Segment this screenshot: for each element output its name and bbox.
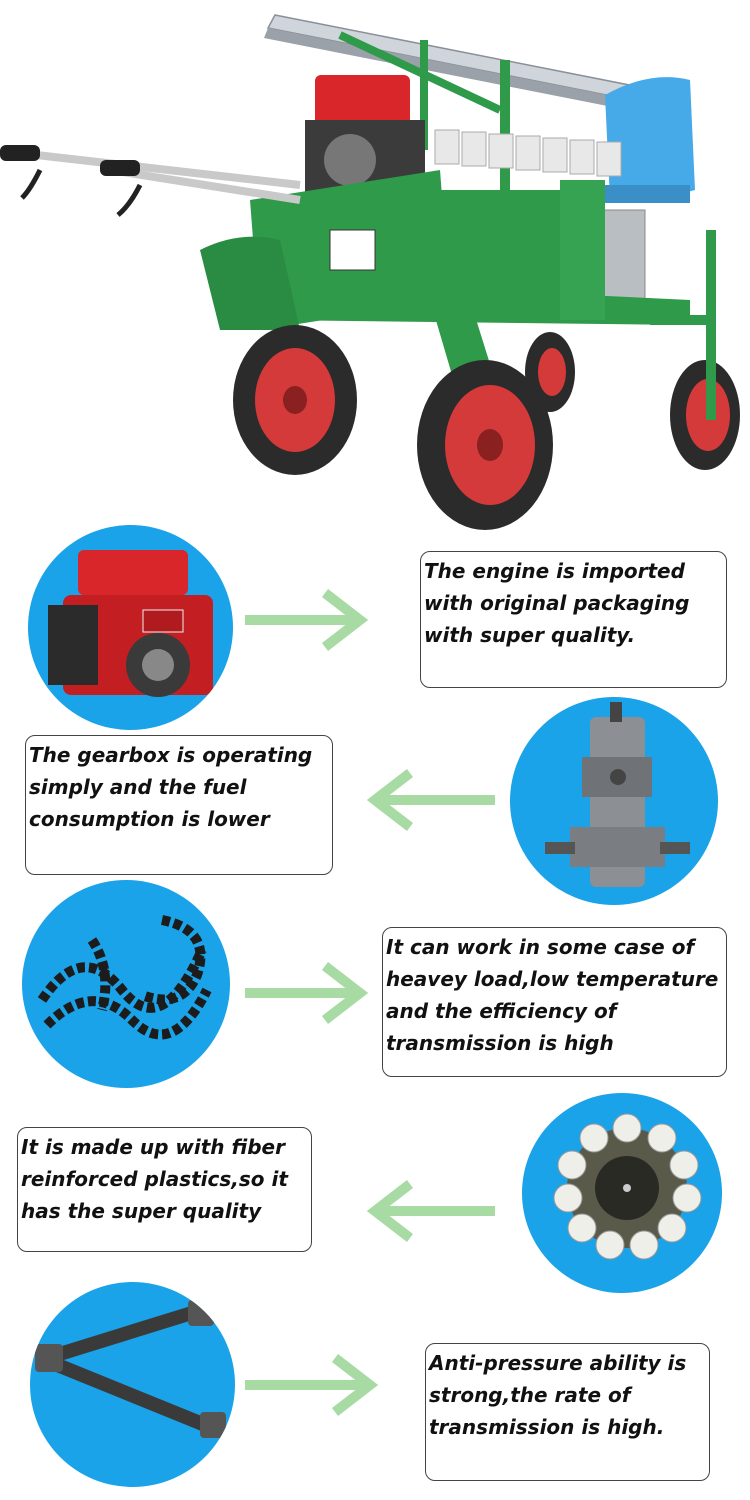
description-line: transmission is high	[386, 1031, 614, 1055]
gearbox-description-box: The gearbox is operating simply and the …	[25, 735, 333, 875]
drive-shaft-image-circle	[30, 1282, 235, 1487]
gearbox-image-circle	[510, 697, 718, 905]
cup-wheel-image-circle	[522, 1093, 722, 1293]
description-line: transmission is high.	[429, 1415, 665, 1439]
description-line: strong,the rate of	[429, 1383, 631, 1407]
chain-icon	[37, 915, 212, 1040]
description-line: consumption is lower	[29, 807, 270, 831]
description-line: It is made up with fiber	[21, 1135, 285, 1159]
description-line: and the efficiency of	[386, 999, 617, 1023]
seedling-cup-wheel-icon	[553, 1113, 702, 1260]
description-line: Anti-pressure ability is	[429, 1351, 687, 1375]
gearbox-icon	[545, 702, 690, 887]
description-line: It can work in some case of	[386, 935, 695, 959]
description-line: The engine is imported	[424, 559, 685, 583]
engine-image-circle	[28, 525, 233, 730]
drive-shaft-description-box: Anti-pressure ability is strong,the rate…	[425, 1343, 710, 1481]
arrow-right-icon	[245, 1354, 379, 1416]
description-line: has the super quality	[21, 1199, 262, 1223]
arrow-right-icon	[245, 589, 369, 651]
chain-description-box: It can work in some case of heavey load,…	[382, 927, 727, 1077]
arrow-left-icon	[366, 769, 495, 831]
description-line: The gearbox is operating	[29, 743, 313, 767]
engine-description-box: The engine is imported with original pac…	[420, 551, 727, 688]
arrow-left-icon	[366, 1180, 495, 1242]
transplanter-machine-illustration	[0, 14, 740, 530]
description-line: simply and the fuel	[29, 775, 247, 799]
drive-shaft-icon	[35, 1300, 226, 1438]
description-line: with original packaging	[424, 591, 690, 615]
description-line: reinforced plastics,so it	[21, 1167, 288, 1191]
chain-image-circle	[22, 880, 230, 1088]
engine-icon	[48, 550, 213, 697]
cup-wheel-description-box: It is made up with fiber reinforced plas…	[17, 1127, 312, 1252]
description-line: heavey load,low temperature	[386, 967, 719, 991]
description-line: with super quality.	[424, 623, 636, 647]
arrow-right-icon	[245, 962, 369, 1024]
